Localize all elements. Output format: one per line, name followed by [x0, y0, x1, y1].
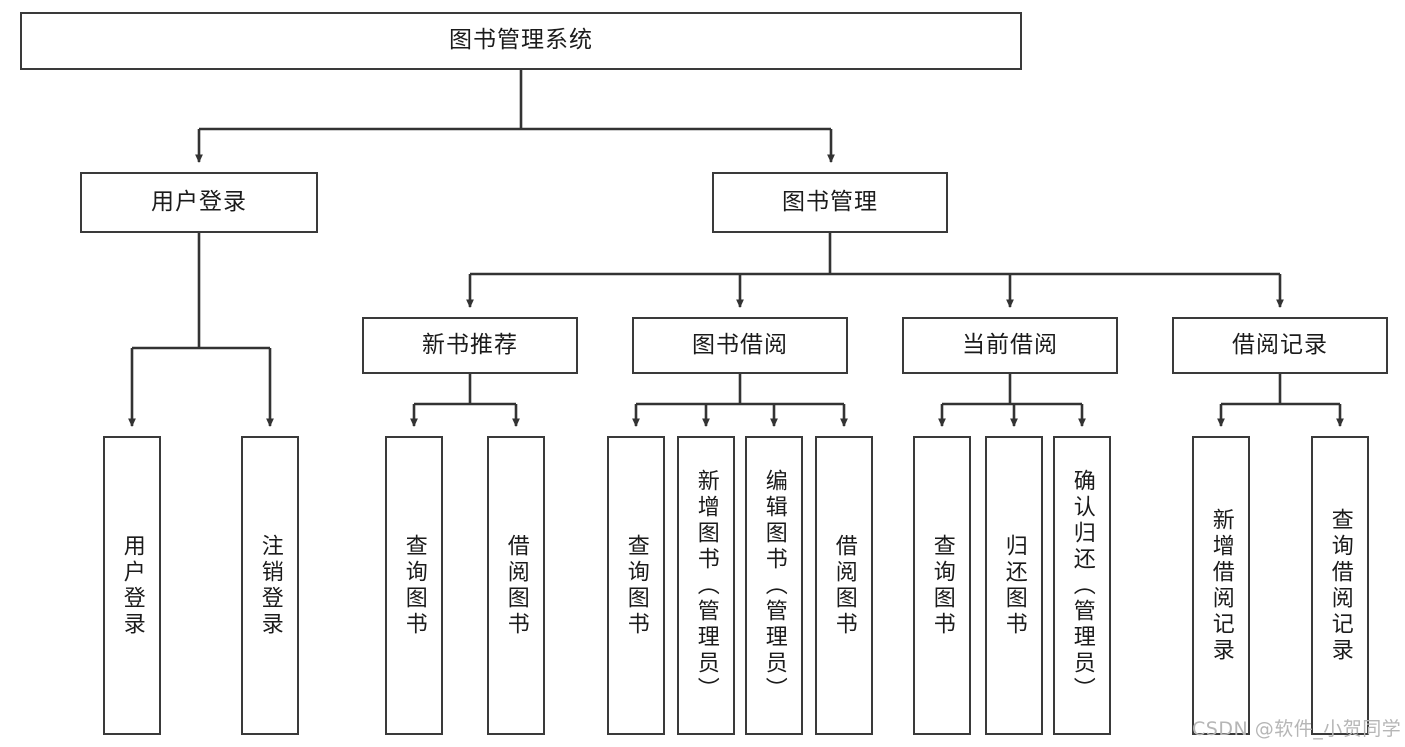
edges-new-book-recommend-to-leaves — [410, 374, 520, 427]
edges-current-borrow-to-leaves — [938, 374, 1086, 427]
leaf-logout[interactable]: 注销登录 — [241, 436, 299, 735]
leaf-edit-book[interactable]: 编辑图书（管理员） — [745, 436, 803, 735]
node-root[interactable]: 图书管理系统 — [20, 12, 1022, 70]
leaf-borrow-book-label: 借阅图书 — [831, 533, 857, 638]
edges-root-to-level2 — [195, 70, 835, 163]
leaf-user-login[interactable]: 用户登录 — [103, 436, 161, 735]
leaf-confirm-return-label: 确认归还（管理员） — [1069, 468, 1095, 703]
leaf-query-book-borrow-label: 查询图书 — [623, 533, 649, 638]
node-current-borrow[interactable]: 当前借阅 — [902, 317, 1118, 374]
leaf-query-borrow-record[interactable]: 查询借阅记录 — [1311, 436, 1369, 735]
leaf-query-borrow-record-label: 查询借阅记录 — [1327, 507, 1353, 664]
leaf-return-book[interactable]: 归还图书 — [985, 436, 1043, 735]
leaf-add-book[interactable]: 新增图书（管理员） — [677, 436, 735, 735]
node-new-book-recommend[interactable]: 新书推荐 — [362, 317, 578, 374]
node-book-management[interactable]: 图书管理 — [712, 172, 948, 233]
edges-book-management-to-level3 — [466, 233, 1284, 308]
node-book-management-label: 图书管理 — [782, 188, 878, 215]
leaf-query-book-borrow[interactable]: 查询图书 — [607, 436, 665, 735]
node-current-borrow-label: 当前借阅 — [962, 331, 1058, 358]
edges-borrow-records-to-leaves — [1217, 374, 1344, 427]
leaf-add-borrow-record[interactable]: 新增借阅记录 — [1192, 436, 1250, 735]
leaf-user-login-label: 用户登录 — [119, 533, 145, 638]
node-book-borrow-label: 图书借阅 — [692, 331, 788, 358]
leaf-borrow-book-recommend-label: 借阅图书 — [503, 533, 529, 638]
node-new-book-recommend-label: 新书推荐 — [422, 331, 518, 358]
leaf-add-borrow-record-label: 新增借阅记录 — [1208, 507, 1234, 664]
leaf-edit-book-label: 编辑图书（管理员） — [761, 468, 787, 703]
leaf-query-book-recommend-label: 查询图书 — [401, 533, 427, 638]
leaf-query-book-current-label: 查询图书 — [929, 533, 955, 638]
leaf-return-book-label: 归还图书 — [1001, 533, 1027, 638]
edges-user-login-to-leaves — [128, 233, 274, 427]
leaf-borrow-book-recommend[interactable]: 借阅图书 — [487, 436, 545, 735]
leaf-confirm-return[interactable]: 确认归还（管理员） — [1053, 436, 1111, 735]
csdn-watermark: CSDN @软件_小贺同学 — [1192, 718, 1402, 740]
leaf-query-book-recommend[interactable]: 查询图书 — [385, 436, 443, 735]
leaf-query-book-current[interactable]: 查询图书 — [913, 436, 971, 735]
node-root-label: 图书管理系统 — [449, 27, 593, 54]
node-borrow-records[interactable]: 借阅记录 — [1172, 317, 1388, 374]
leaf-logout-label: 注销登录 — [257, 533, 283, 638]
leaf-borrow-book[interactable]: 借阅图书 — [815, 436, 873, 735]
node-user-login-label: 用户登录 — [151, 188, 247, 215]
leaf-add-book-label: 新增图书（管理员） — [693, 468, 719, 703]
edges-book-borrow-to-leaves — [632, 374, 848, 427]
node-borrow-records-label: 借阅记录 — [1232, 331, 1328, 358]
node-book-borrow[interactable]: 图书借阅 — [632, 317, 848, 374]
node-user-login[interactable]: 用户登录 — [80, 172, 318, 233]
